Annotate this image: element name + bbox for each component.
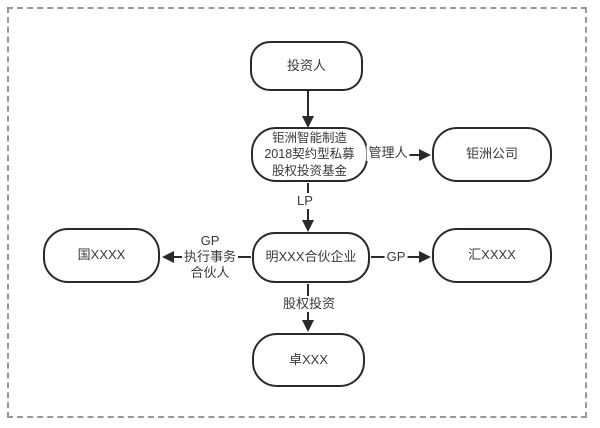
node-partnership: 明XXX合伙企业 bbox=[252, 232, 370, 283]
node-gp-executive-partner: 国XXXX bbox=[43, 228, 160, 283]
node-fund: 钜洲智能制造 2018契约型私募 股权投资基金 bbox=[251, 127, 368, 182]
node-investment-target: 卓XXX bbox=[252, 333, 365, 387]
node-gp-partner: 汇XXXX bbox=[432, 228, 552, 283]
dashed-border-frame bbox=[7, 7, 587, 418]
edge-label-equity-investment: 股权投资 bbox=[280, 296, 338, 312]
edge-label-lp: LP bbox=[295, 193, 315, 209]
edge-label-gp: GP bbox=[384, 249, 408, 265]
node-investor: 投资人 bbox=[250, 41, 363, 91]
edge-label-gp-executive-partner: GP 执行事务 合伙人 bbox=[181, 233, 239, 281]
edge-label-manager: 管理人 bbox=[366, 145, 410, 161]
node-manager-company: 钜洲公司 bbox=[432, 127, 552, 182]
